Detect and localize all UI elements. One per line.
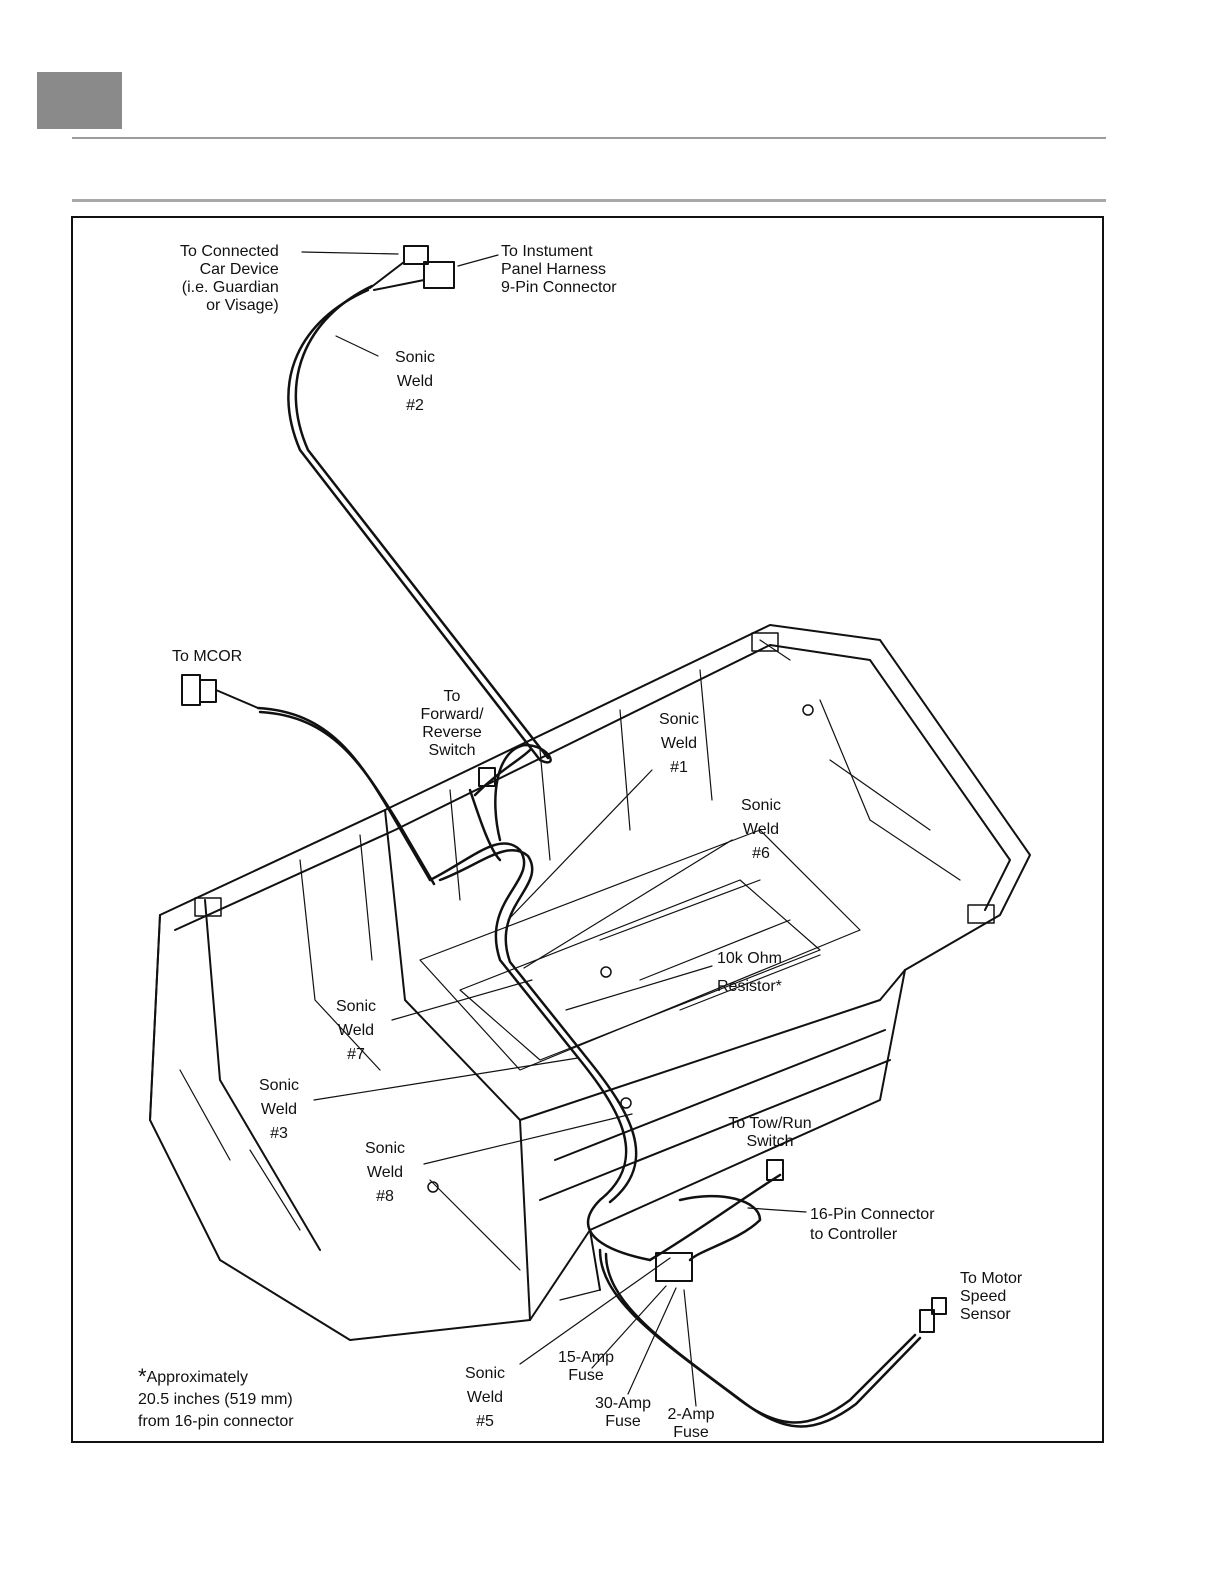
label-30-amp-fuse: 30-Amp Fuse: [594, 1395, 652, 1430]
label-tow-run-switch: To Tow/Run Switch: [728, 1115, 812, 1150]
footnote-line-1: Approximately: [146, 1369, 248, 1386]
label-instrument-panel-harness: To Instument Panel Harness 9-Pin Connect…: [501, 243, 617, 296]
figure-frame: [71, 216, 1104, 1443]
label-sonic-weld-6: Sonic Weld #6: [740, 797, 782, 862]
leader-lines: [301, 251, 807, 1407]
label-15-amp-fuse: 15-Amp Fuse: [557, 1349, 615, 1384]
label-sonic-weld-1: Sonic Weld #1: [658, 711, 700, 776]
footnote-line-2: 20.5 inches (519 mm): [138, 1391, 293, 1408]
label-sonic-weld-8: Sonic Weld #8: [364, 1140, 406, 1205]
label-sonic-weld-3: Sonic Weld #3: [258, 1077, 300, 1142]
chapter-tab-block: [37, 72, 122, 129]
label-10k-ohm-resistor: 10k Ohm Resistor*: [717, 950, 782, 995]
label-sonic-weld-7: Sonic Weld #7: [335, 998, 377, 1063]
label-forward-reverse-switch: To Forward/ Reverse Switch: [420, 688, 484, 759]
header-rule-bottom: [72, 199, 1106, 202]
connectors: [181, 245, 947, 1333]
label-connected-car-device: To Connected Car Device (i.e. Guardian o…: [180, 243, 279, 314]
resistor-footnote: *Approximately 20.5 inches (519 mm) from…: [138, 1366, 294, 1433]
label-2-amp-fuse: 2-Amp Fuse: [667, 1406, 715, 1441]
harness-wires: [256, 284, 922, 1428]
label-to-mcor: To MCOR: [172, 648, 243, 665]
tray-fastener-tabs: [194, 632, 995, 1193]
label-sonic-weld-2: Sonic Weld #2: [394, 349, 436, 414]
battery-tray-drawing: [149, 624, 1031, 1341]
label-16-pin-connector: 16-Pin Connector to Controller: [810, 1206, 935, 1243]
label-sonic-weld-5: Sonic Weld #5: [464, 1365, 506, 1430]
footnote-asterisk: *: [138, 1364, 147, 1389]
label-motor-speed-sensor: To Motor Speed Sensor: [960, 1270, 1023, 1323]
header-rule-top: [72, 137, 1106, 139]
tray-ribs: [179, 639, 961, 1301]
footnote-line-3: from 16-pin connector: [138, 1413, 294, 1430]
